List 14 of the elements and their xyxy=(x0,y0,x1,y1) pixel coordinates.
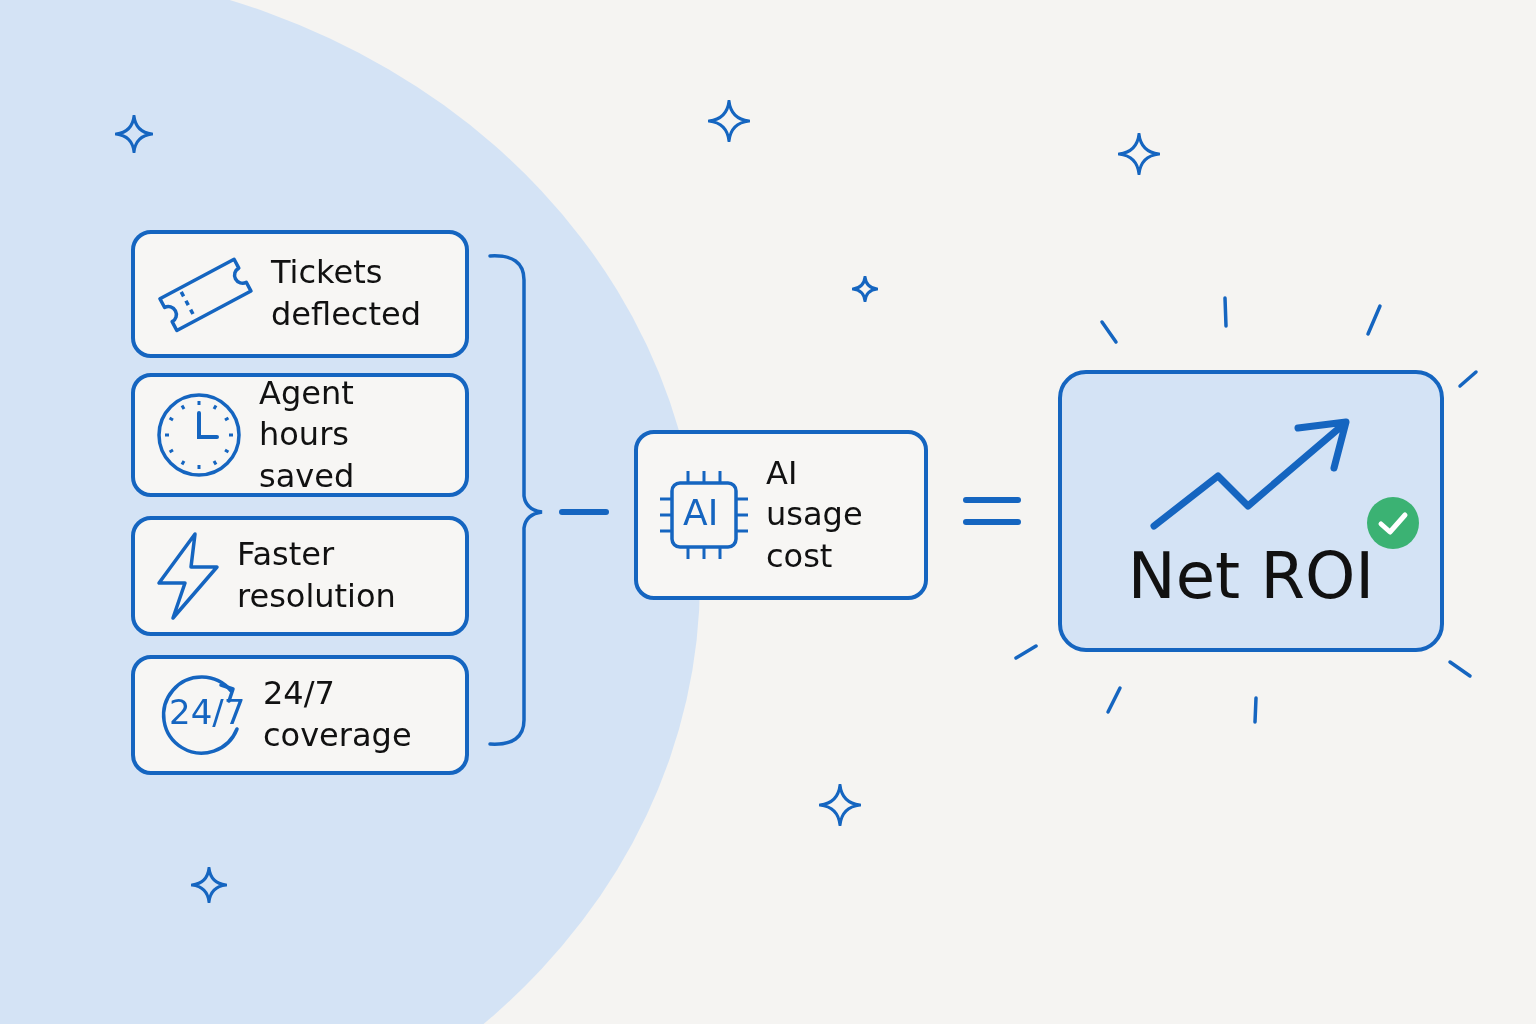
metric-card xyxy=(634,430,928,600)
card-label: Tickets deflected xyxy=(271,252,422,335)
result-box xyxy=(1058,370,1444,652)
card-label: Agent hours saved xyxy=(259,372,356,497)
metric-card xyxy=(131,655,469,775)
metric-card xyxy=(131,516,469,636)
node-title: Net ROI xyxy=(1126,544,1376,608)
icon-label: AI xyxy=(683,495,719,531)
metric-card xyxy=(131,373,469,497)
metric-card xyxy=(131,230,469,358)
card-label: AI usage cost xyxy=(766,452,864,577)
icon-label: 24/7 xyxy=(169,695,246,729)
card-label: 24/7 coverage xyxy=(263,673,413,756)
card-label: Faster resolution xyxy=(237,534,397,617)
